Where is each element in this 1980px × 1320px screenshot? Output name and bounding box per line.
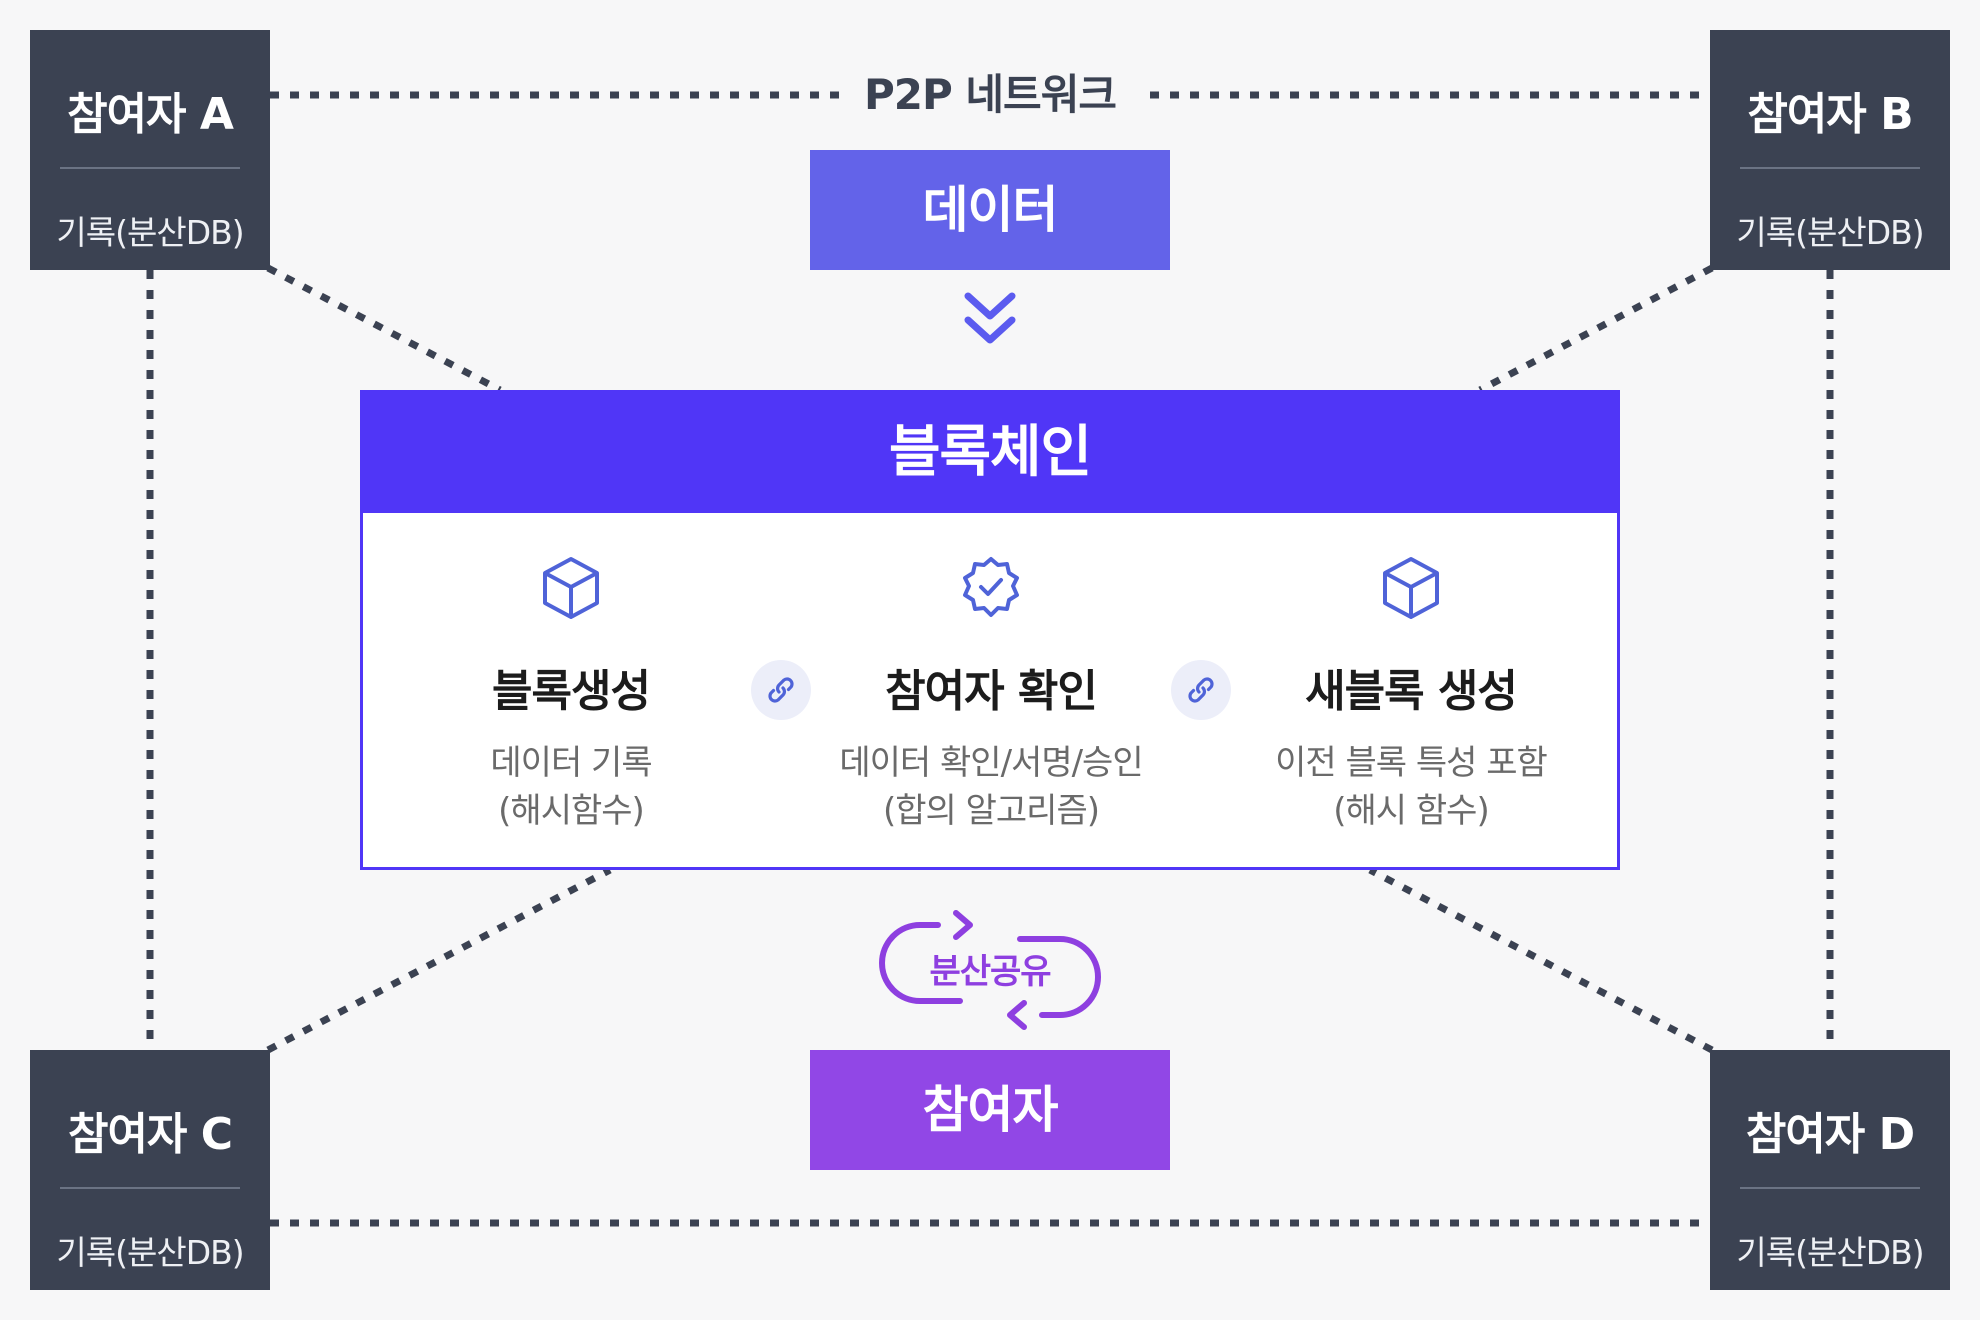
step-desc-line: 데이터 기록 [490, 743, 652, 783]
cube-icon [1383, 557, 1439, 619]
participant-record: 기록(분산DB) [56, 1233, 244, 1272]
step-block-creation: 블록생성 데이터 기록 (해시함수) [371, 553, 771, 835]
chain-link-icon [1188, 677, 1214, 703]
participant-a: 참여자 A 기록(분산DB) [30, 30, 270, 270]
link-connector [1171, 660, 1231, 720]
participant-name: 참여자 C [67, 1109, 233, 1160]
connector-c-blockchain [266, 866, 612, 1054]
blockchain-panel: 블록체인 블록생성 데이터 기록 (해시함수) [360, 390, 1620, 870]
link-connector [751, 660, 811, 720]
connector-d-blockchain [1368, 866, 1714, 1054]
network-label: P2P 네트워크 [840, 65, 1140, 125]
participant-c: 참여자 C 기록(분산DB) [30, 1050, 270, 1290]
step-desc-line: (합의 알고리즘) [882, 791, 1100, 831]
divider [60, 1187, 240, 1189]
data-box: 데이터 [810, 150, 1170, 270]
step-desc-line: (해시함수) [498, 791, 645, 831]
participant-b: 참여자 B 기록(분산DB) [1710, 30, 1950, 270]
participant-record: 기록(분산DB) [1736, 1233, 1924, 1272]
connector-b-blockchain [1478, 264, 1714, 394]
participant-name: 참여자 A [67, 89, 234, 140]
participant-box: 참여자 [810, 1050, 1170, 1170]
step-desc-line: 이전 블록 특성 포함 [1275, 743, 1548, 783]
double-chevron-down-icon [964, 292, 1016, 344]
cube-icon [543, 557, 599, 619]
divider [1740, 1187, 1920, 1189]
participant-record: 기록(분산DB) [56, 213, 244, 252]
step-title: 새블록 생성 [1305, 666, 1518, 717]
step-description: 이전 블록 특성 포함 (해시 함수) [1211, 739, 1611, 835]
divider [60, 167, 240, 169]
step-title: 블록생성 [492, 666, 651, 717]
participant-name: 참여자 D [1745, 1109, 1915, 1160]
verified-badge-icon [963, 557, 1019, 617]
participant-d: 참여자 D 기록(분산DB) [1710, 1050, 1950, 1290]
connector-a-blockchain [266, 264, 502, 394]
blockchain-title: 블록체인 [363, 393, 1617, 513]
participant-name: 참여자 B [1747, 89, 1913, 140]
participant-record: 기록(분산DB) [1736, 213, 1924, 252]
divider [1740, 167, 1920, 169]
step-participant-verification: 참여자 확인 데이터 확인/서명/승인 (합의 알고리즘) [791, 553, 1191, 835]
step-description: 데이터 확인/서명/승인 (합의 알고리즘) [791, 739, 1191, 835]
step-desc-line: 데이터 확인/서명/승인 [839, 743, 1143, 783]
distributed-share-cycle-icon [879, 910, 1101, 1030]
step-desc-line: (해시 함수) [1333, 791, 1489, 831]
chain-link-icon [768, 677, 794, 703]
step-description: 데이터 기록 (해시함수) [371, 739, 771, 835]
distributed-share-label: 분산공유 [929, 952, 1051, 992]
step-new-block-creation: 새블록 생성 이전 블록 특성 포함 (해시 함수) [1211, 553, 1611, 835]
step-title: 참여자 확인 [885, 666, 1098, 717]
